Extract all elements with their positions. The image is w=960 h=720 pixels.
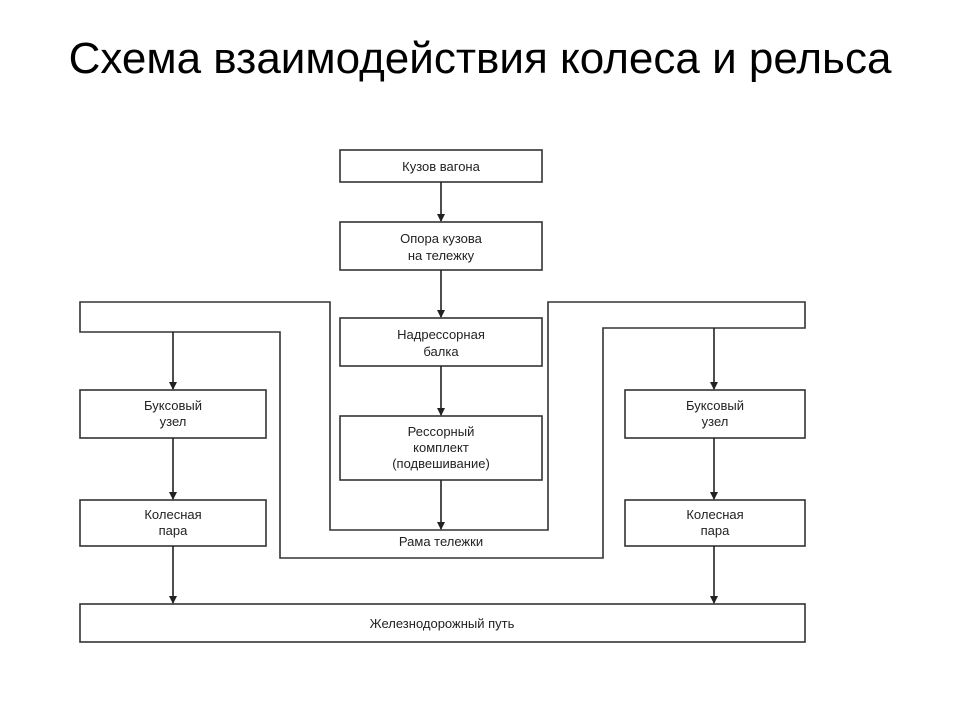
body-support-label-2: на тележку [408,248,475,263]
axle-box-right-label-1: Буксовый [686,398,744,413]
body-support-label-1: Опора кузова [400,231,483,246]
track-box [79,603,806,643]
track-label: Железнодорожный путь [370,616,515,631]
wheelset-right-box [624,499,806,547]
axle-box-right-label-2: узел [702,414,729,429]
axle-box-left-label-1: Буксовый [144,398,202,413]
car-body-box [339,149,543,183]
spring-set-label-2: комплект [413,440,469,455]
wheelset-right-label-2: пара [701,523,730,538]
bogie-frame-label: Рама тележки [399,534,483,549]
axle-box-right-box [624,389,806,439]
car-body-label: Кузов вагона [402,159,480,174]
spring-set-label-1: Рессорный [408,424,475,439]
bogie-frame-outline [79,301,806,559]
wheelset-left-label-2: пара [159,523,188,538]
bolster-label-2: балка [423,344,459,359]
page-title: Схема взаимодействия колеса и рельса [68,34,892,83]
wheelset-left-label-1: Колесная [144,507,201,522]
bolster-label-1: Надрессорная [397,327,485,342]
axle-box-left-label-2: узел [160,414,187,429]
body-support-box [339,221,543,271]
spring-set-label-3: (подвешивание) [392,456,490,471]
wheelset-right-label-1: Колесная [686,507,743,522]
